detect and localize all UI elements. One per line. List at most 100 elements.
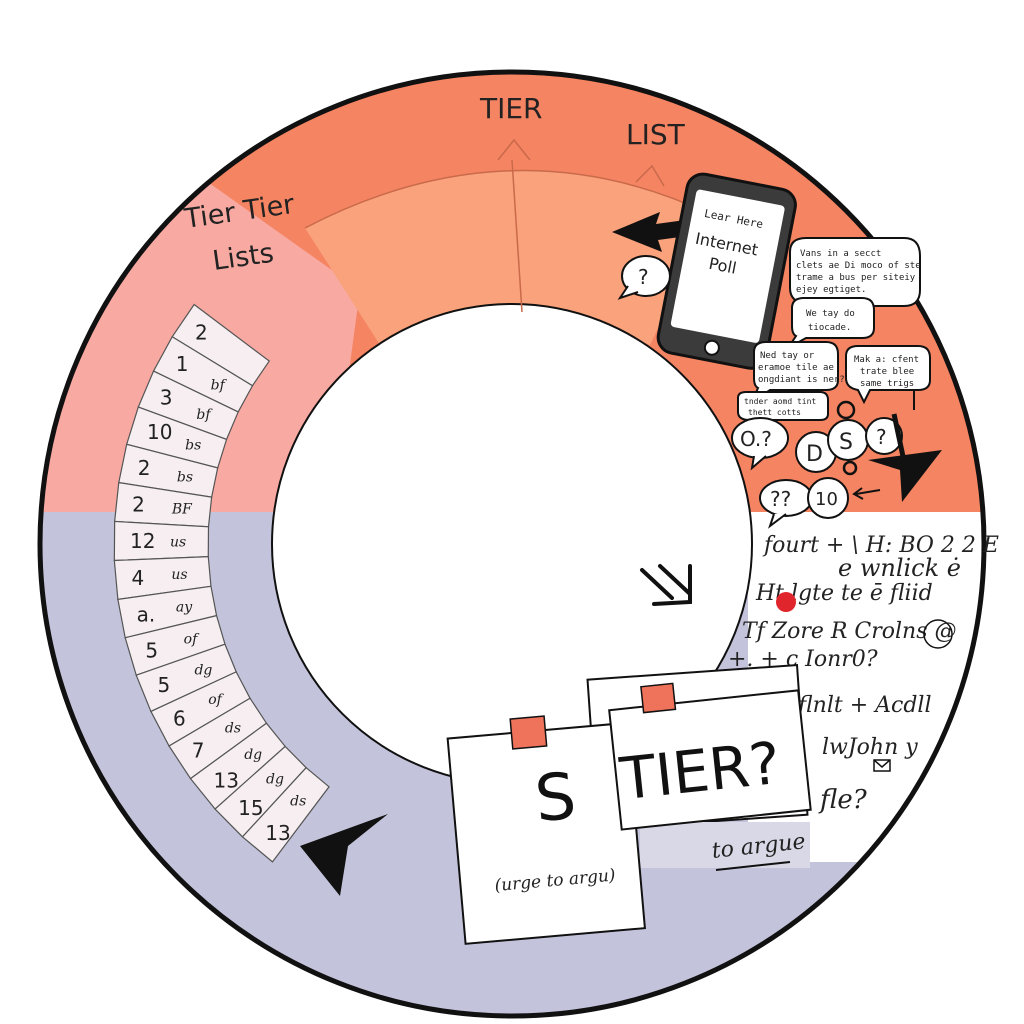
tier-row-code: ay: [176, 600, 193, 616]
bubble-question-left: ?: [617, 255, 671, 300]
bubble-ten-text: 10: [815, 489, 838, 510]
header-word-list: LIST: [626, 118, 686, 151]
bubble-ten: 10: [807, 477, 849, 519]
tier-row-code: bs: [185, 438, 201, 454]
small-arrow-head: [852, 487, 864, 500]
arc-peak-left: [497, 138, 531, 161]
tier-row-code: dg: [244, 747, 262, 763]
note-tier-text: TIER?: [616, 729, 783, 813]
bubble-s-text: S: [839, 430, 853, 455]
outer-ring-outline: [37, 69, 987, 1019]
tier-row-code: ds: [290, 794, 306, 810]
bubble-right-mid: Mak a: cfent trate blee same trigs: [845, 345, 931, 405]
phone-home-button: [703, 339, 720, 356]
tiny-l2: thett cotts: [748, 408, 801, 417]
tier-row-code: bf: [196, 407, 213, 423]
scribble-line: e wnlick ė: [838, 554, 961, 582]
tier-row-cell: [113, 520, 210, 562]
bubble-o-text: O.?: [740, 427, 772, 451]
left-mid-l3: ongdiant is ner?: [758, 375, 845, 385]
big-top-l2: clets ae Di moco of ste: [796, 261, 921, 271]
tier-row-code: BF: [171, 502, 193, 518]
tier-row-number: 13: [214, 768, 239, 792]
bubble-q-right-text: ?: [876, 425, 887, 449]
red-dot: [776, 592, 796, 612]
tier-row-number: 12: [130, 529, 155, 553]
tier-row-number: 5: [145, 638, 158, 662]
tier-row-number: 4: [132, 566, 145, 590]
tier-row-code: ds: [225, 720, 241, 736]
scribble-line: lwJohn y: [822, 735, 918, 760]
tier-row-code: of: [208, 692, 224, 708]
arc-line-top: [304, 169, 713, 229]
tier-row-number: 15: [238, 796, 263, 820]
tier-row-code: dg: [266, 771, 284, 787]
tiny-l1: tnder aomd tint: [744, 397, 816, 406]
tier-row-code: us: [171, 567, 187, 583]
bubble-d-text: D: [806, 442, 823, 467]
bubble-q-text: ?: [638, 265, 649, 289]
tier-row-number: 6: [173, 707, 186, 731]
tier-row-number: 3: [160, 385, 173, 409]
note-letter-s: S: [532, 760, 579, 837]
bubble-s: S: [827, 419, 869, 461]
at-circle: [923, 619, 953, 649]
big-top-l3: trame a bus per siteiy: [796, 273, 916, 283]
big-arrow-shaft: [891, 413, 911, 481]
inner-arc-band: [305, 170, 712, 345]
phone: Lear Here Internet Poll: [656, 172, 797, 370]
tier-row-number: 2: [132, 492, 145, 516]
pointer-arrow-icon: [300, 814, 388, 896]
tier-row-number: 2: [195, 321, 208, 345]
tier-row-number: a.: [137, 603, 156, 627]
tier-row-number: 10: [147, 420, 172, 444]
tier-row-code: us: [170, 534, 186, 550]
tier-row-cell: [241, 766, 330, 863]
bubble-q-right: ?: [865, 417, 903, 455]
arc-peak-right: [635, 164, 665, 187]
bubble-small-mid: We tay do tiocade.: [787, 297, 875, 349]
tier-row-code: bf: [211, 377, 228, 393]
tier-row-code: dg: [194, 662, 212, 678]
bubble-o: O.?: [731, 417, 789, 471]
envelope-flap: [873, 759, 891, 768]
phone-line-3: Poll: [707, 254, 738, 278]
scribble-line: flnlt + Acdll: [796, 693, 932, 718]
tier-row-number: 2: [138, 456, 151, 480]
small-mid-l1: We tay do: [806, 309, 855, 319]
sticky-tab-left: [509, 715, 548, 750]
phone-screen: [670, 189, 785, 343]
bubble-d: D: [795, 431, 837, 473]
big-top-l1: Vans in a secct: [800, 249, 881, 259]
note-shadow: [640, 822, 810, 868]
scribble-line: Tf Zore R Crolns @: [742, 619, 957, 644]
to-argue-underline: [715, 861, 791, 871]
doodle-circle-1: [836, 400, 856, 420]
scribble-line: fle?: [818, 785, 868, 815]
bubble-qq-text: ??: [770, 487, 791, 511]
sticky-tab-right: [640, 682, 677, 714]
small-arrow-line: [855, 489, 881, 495]
bubble-tiny: tnder aomd tint thett cotts: [737, 391, 829, 433]
right-mid-l1: Mak a: cfent: [854, 355, 919, 365]
right-mid-l2: trate blee: [860, 367, 914, 377]
tier-row-number: 5: [158, 673, 171, 697]
tier-row-code: bs: [177, 469, 193, 485]
note-s: S (urge to argu): [446, 715, 646, 945]
tier-row-code: of: [184, 632, 200, 648]
arc-divider: [511, 159, 523, 313]
header-word-tier: TIER: [479, 92, 543, 125]
left-mid-l1: Ned tay or: [760, 351, 815, 361]
right-mid-l3: same trigs: [860, 379, 914, 389]
bubble-left-mid: Ned tay or eramoe tile ae ongdiant is ne…: [749, 341, 845, 405]
big-top-l4: ejey egtiget.: [796, 285, 866, 295]
tier-row-number: 13: [265, 821, 290, 845]
tier-row-number: 1: [176, 352, 189, 376]
small-mid-l2: tiocade.: [808, 323, 851, 333]
left-mid-l2: eramoe tile ae: [758, 363, 834, 373]
note-tier: TIER?: [608, 682, 812, 831]
envelope-icon: [873, 759, 891, 772]
tier-row-number: 7: [192, 739, 205, 763]
